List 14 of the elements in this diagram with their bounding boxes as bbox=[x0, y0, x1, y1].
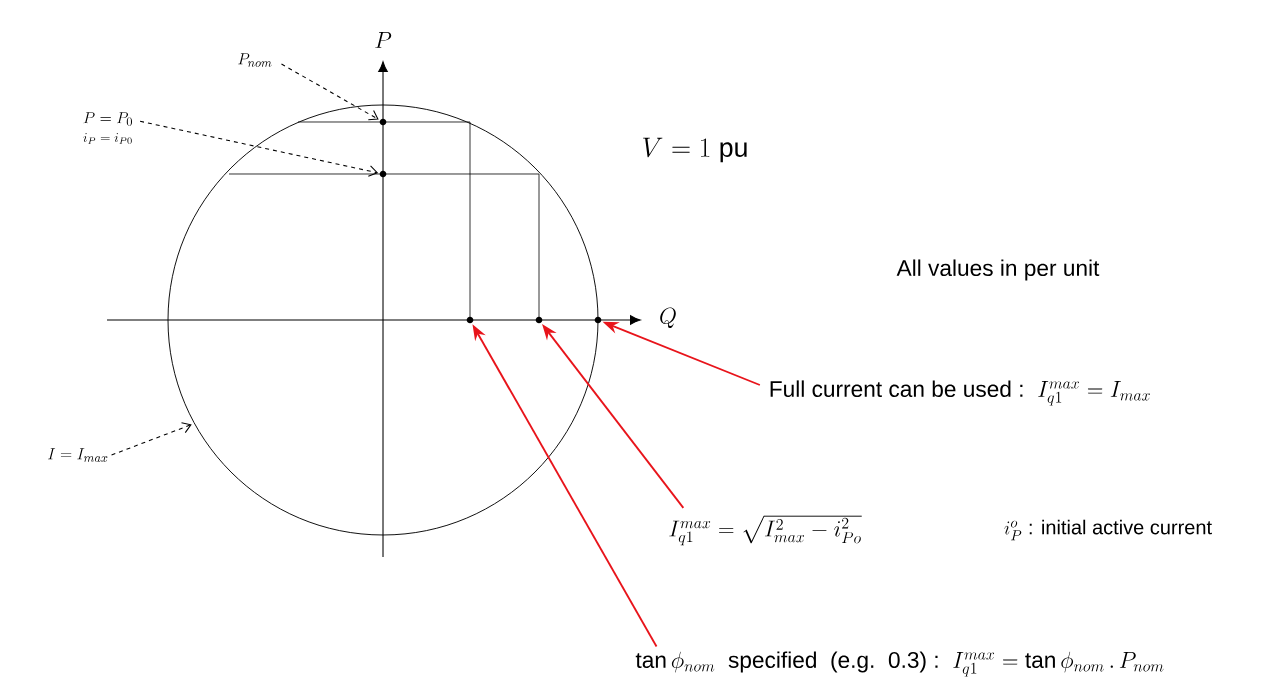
voltage-note: $V = 1\ \mathrm{pu}$ bbox=[643, 137, 747, 163]
leader-line bbox=[280, 63, 379, 121]
formula-label: $I = I_{max}$ bbox=[48, 448, 108, 462]
formula-label: $\tan\phi_{nom}\ \ \text{specified\ \ (e.g.\ \ 0.3) :}\ \ I_{q1}^{max} = \tan\phi_{nom}\,.\,P_{nom}$ bbox=[635, 651, 1164, 677]
formula-label: $\text{Full current can be used :}\ \ I_{q1}^{max} = I_{max}$ bbox=[770, 380, 1150, 406]
axis-label: $P$ bbox=[375, 32, 392, 48]
axis-label: $Q$ bbox=[660, 307, 676, 329]
formula-label: $P_{nom}$ bbox=[238, 53, 272, 67]
formula-label: $P = P_0$ $i_P = i_{P0}$ bbox=[83, 112, 132, 144]
formula-label: $I_{q1}^{max} = \sqrt{I_{max}^2 - i_{Po}^2}$ bbox=[669, 515, 862, 546]
leader-line bbox=[111, 422, 192, 456]
leader-line bbox=[139, 120, 379, 177]
units-note: $\text{All values in per unit}$ bbox=[896, 259, 1100, 281]
note-text: $i_P^o\ \text{: initial active current}$ bbox=[1004, 519, 1212, 541]
